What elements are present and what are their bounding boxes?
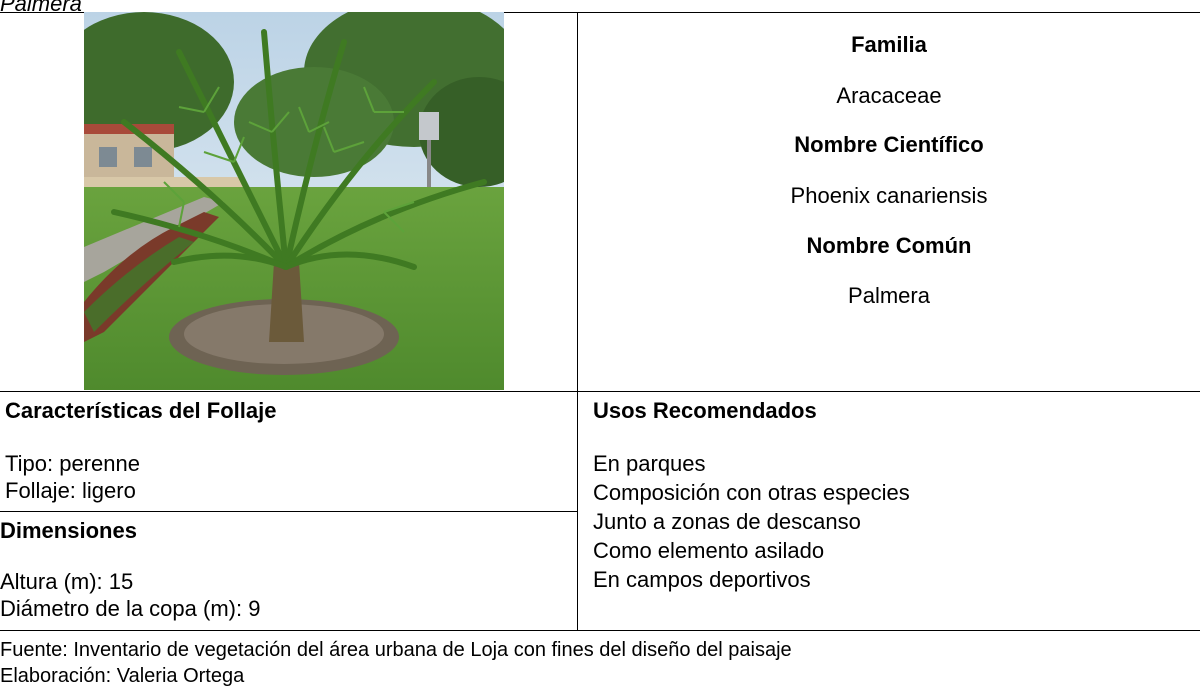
table-row-divider	[0, 391, 1200, 392]
species-table: Familia Aracaceae Nombre Científico Phoe…	[0, 12, 1200, 631]
usos-item: Junto a zonas de descanso	[593, 509, 861, 534]
usos-item: Como elemento asilado	[593, 538, 825, 563]
dimensiones-item: Diámetro de la copa (m): 9	[0, 596, 261, 621]
usos-item: Composición con otras especies	[593, 480, 910, 505]
author-note: Elaboración: Valeria Ortega	[0, 665, 245, 687]
familia-value: Aracaceae	[836, 83, 942, 108]
column-divider	[577, 12, 578, 631]
usos-item: En campos deportivos	[593, 567, 811, 592]
plant-photo	[84, 12, 504, 390]
table-top-border	[0, 12, 1200, 13]
familia-label: Familia	[851, 32, 927, 57]
dimensiones-heading: Dimensiones	[0, 518, 137, 543]
follaje-heading: Características del Follaje	[5, 398, 277, 423]
follaje-item: Tipo: perenne	[5, 451, 140, 476]
cientifico-label: Nombre Científico	[794, 132, 984, 157]
comun-value: Palmera	[848, 283, 930, 308]
follaje-item: Follaje: ligero	[5, 478, 136, 503]
table-bottom-border	[0, 630, 1200, 631]
dimensiones-item: Altura (m): 15	[0, 569, 134, 594]
usos-heading: Usos Recomendados	[593, 398, 817, 423]
source-note: Fuente: Inventario de vegetación del áre…	[0, 639, 792, 661]
section-divider	[0, 511, 578, 512]
cientifico-value: Phoenix canariensis	[790, 183, 988, 208]
comun-label: Nombre Común	[806, 233, 972, 258]
usos-item: En parques	[593, 451, 706, 476]
